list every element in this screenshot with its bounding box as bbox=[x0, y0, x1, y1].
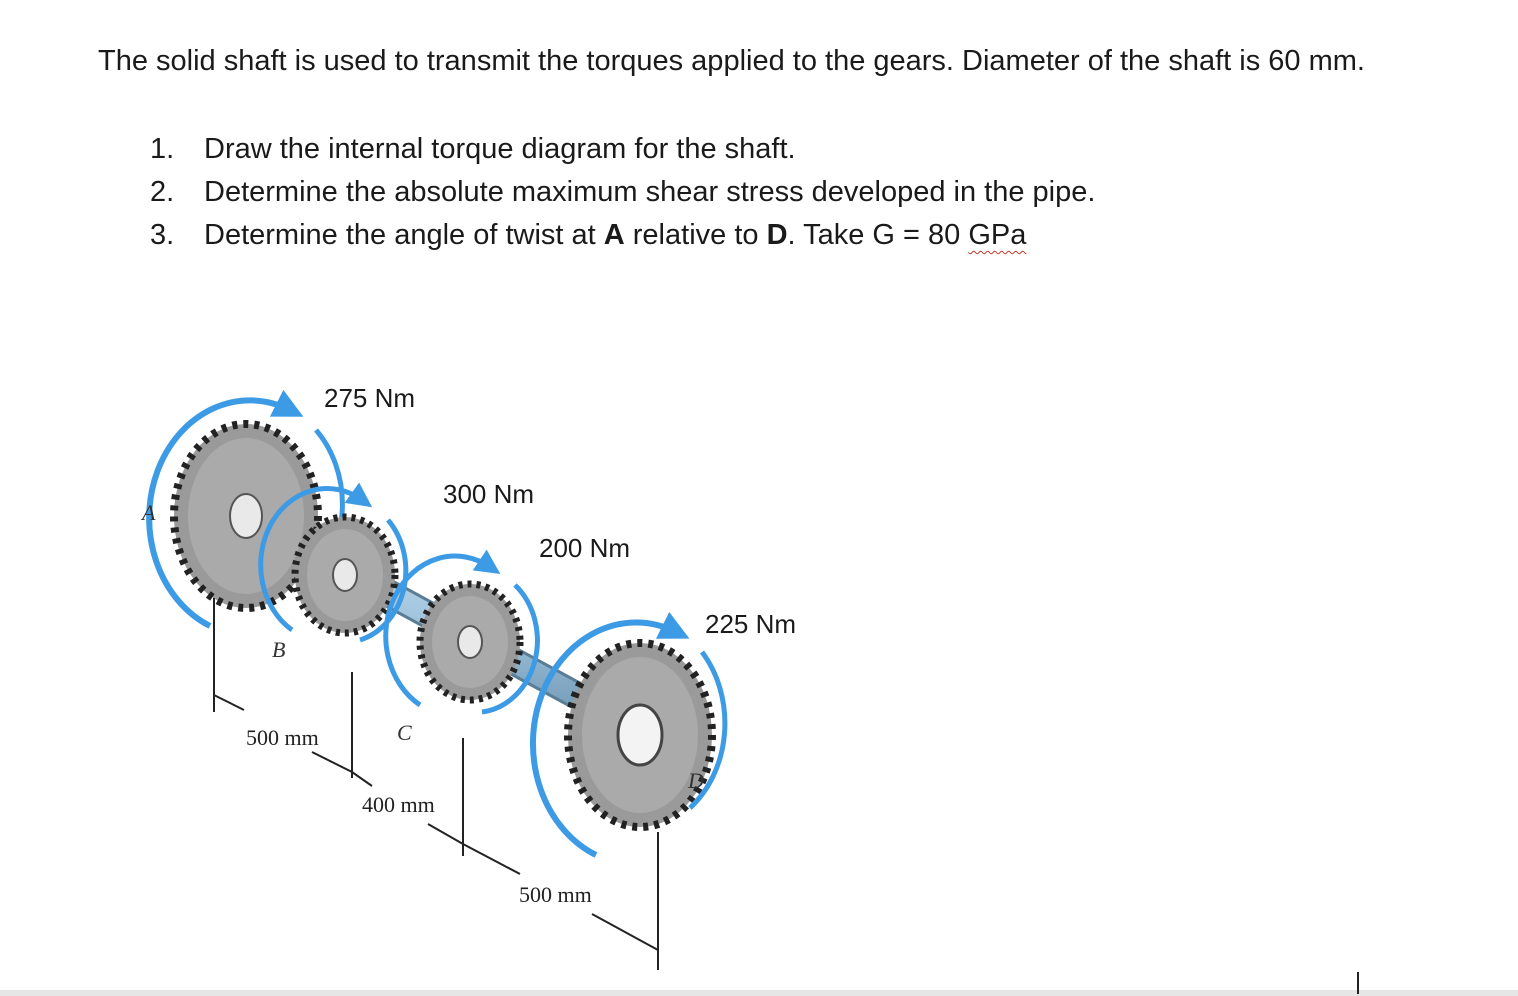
text-cursor bbox=[1357, 972, 1359, 994]
task-number: 3. bbox=[150, 219, 175, 251]
gear-d bbox=[564, 639, 716, 831]
point-label-c: C bbox=[397, 720, 412, 745]
task-item: 3. Determine the angle of twist at A rel… bbox=[150, 214, 1095, 257]
point-d-ref: D bbox=[766, 219, 788, 251]
spellcheck-unit: GPa bbox=[968, 219, 1027, 251]
point-a-ref: A bbox=[603, 219, 625, 251]
dimension-cd: 500 mm bbox=[519, 882, 592, 907]
task-text: Determine the angle of twist at A relati… bbox=[204, 214, 1026, 257]
torque-arrow-a bbox=[146, 389, 304, 629]
torque-arrow-b bbox=[258, 482, 373, 633]
torque-label-275: 275 Nm bbox=[324, 383, 415, 413]
gear-c bbox=[416, 580, 524, 704]
task-text: Draw the internal torque diagram for the… bbox=[204, 133, 796, 165]
task-item: 1. Draw the internal torque diagram for … bbox=[150, 128, 1095, 171]
task-item: 2. Determine the absolute maximum shear … bbox=[150, 171, 1095, 214]
gear-b bbox=[291, 513, 399, 637]
torque-arrow-c bbox=[383, 549, 501, 708]
torque-arrow-d bbox=[529, 611, 690, 858]
gear-a bbox=[170, 420, 322, 612]
task-text-part: . Take G = 80 bbox=[787, 219, 969, 251]
torque-label-300: 300 Nm bbox=[443, 479, 534, 509]
task-text: Determine the absolute maximum shear str… bbox=[204, 176, 1096, 208]
point-label-b: B bbox=[272, 637, 285, 662]
task-number: 1. bbox=[150, 133, 175, 165]
task-number: 2. bbox=[150, 176, 175, 208]
problem-intro: The solid shaft is used to transmit the … bbox=[98, 45, 1365, 77]
point-label-d: D bbox=[687, 768, 704, 793]
page-bottom-edge bbox=[0, 990, 1518, 996]
point-label-a: A bbox=[140, 500, 156, 525]
dimension-bc: 400 mm bbox=[362, 792, 435, 817]
dimension-ab: 500 mm bbox=[246, 725, 319, 750]
task-list: 1. Draw the internal torque diagram for … bbox=[150, 128, 1095, 257]
dimension-lines bbox=[213, 598, 659, 970]
task-text-part: Determine the angle of twist at bbox=[204, 219, 604, 251]
torque-label-200: 200 Nm bbox=[539, 533, 630, 563]
torque-label-225: 225 Nm bbox=[705, 609, 796, 639]
task-text-part: relative to bbox=[624, 219, 767, 251]
